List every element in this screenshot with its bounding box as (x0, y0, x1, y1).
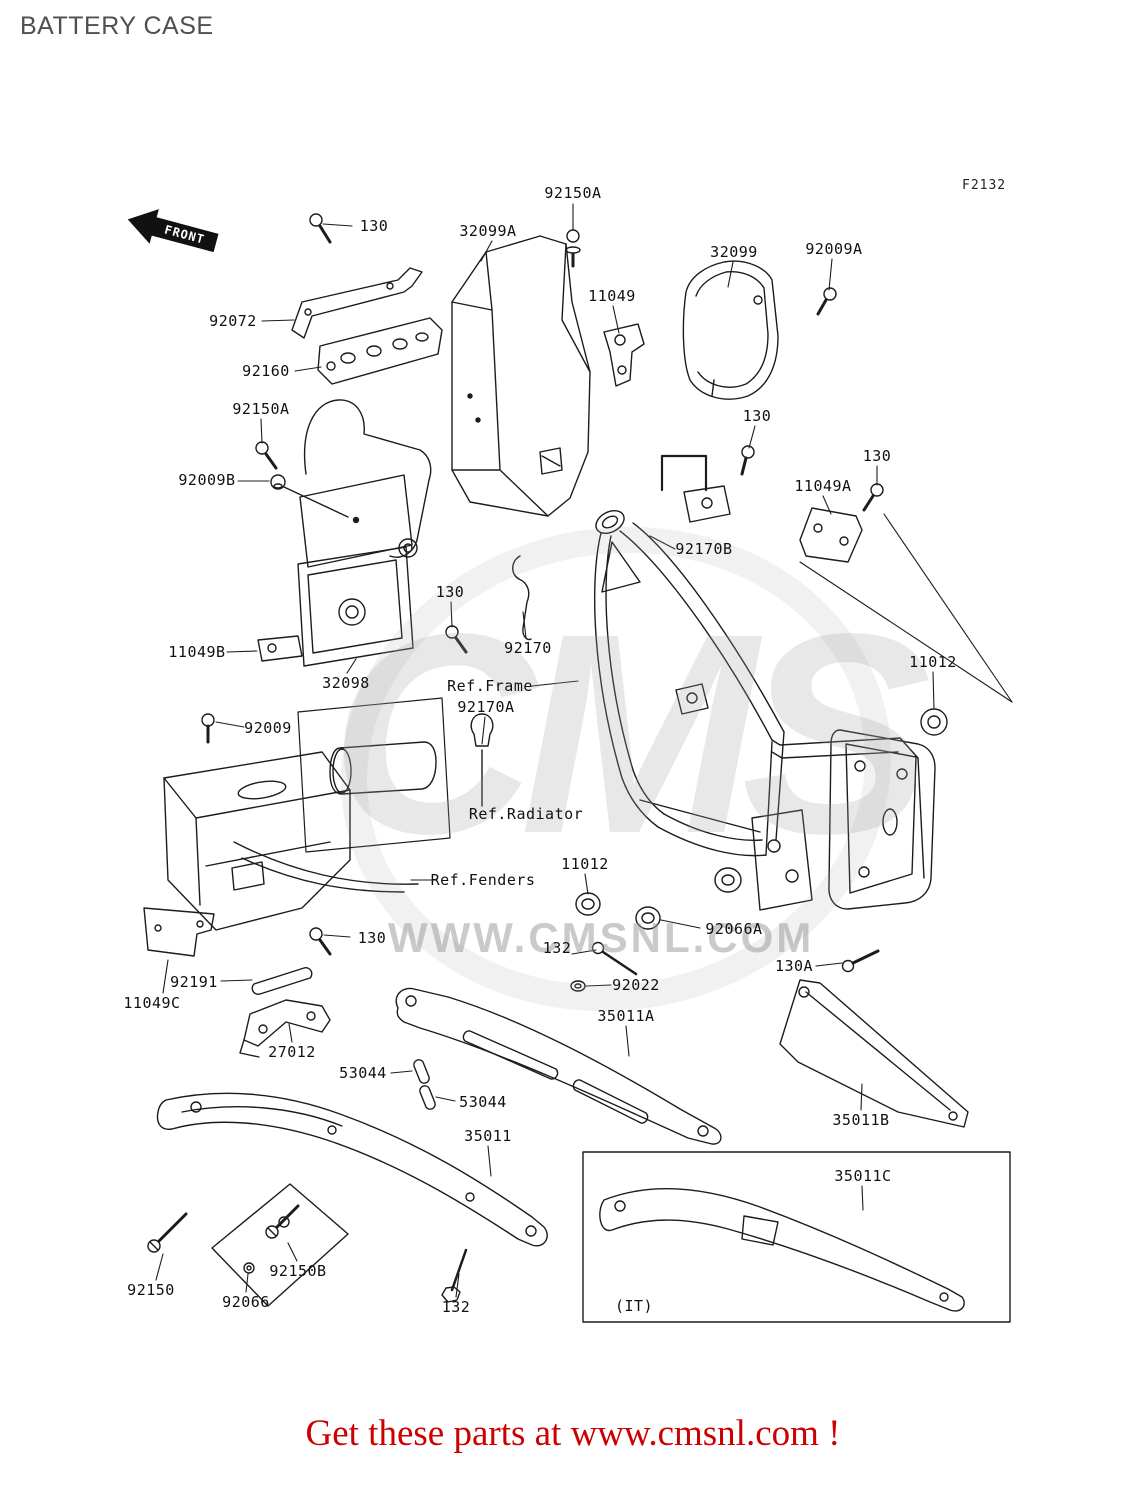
part-label-32099a[interactable]: 32099A (459, 222, 517, 240)
part-label-11012[interactable]: 11012 (561, 855, 609, 873)
radiator-art (297, 697, 494, 853)
bracket-27012-art (239, 999, 331, 1058)
pin-92191-art (251, 967, 313, 995)
part-label-92009[interactable]: 92009 (244, 719, 292, 737)
part-label-11049[interactable]: 11049 (588, 287, 636, 305)
part-label-92009a[interactable]: 92009A (805, 240, 863, 258)
leader-lines (155, 203, 1013, 1298)
part-label-32098[interactable]: 32098 (322, 674, 370, 692)
bracket-92072-art (291, 267, 443, 385)
part-label-92170[interactable]: 92170 (504, 639, 552, 657)
part-label-35011c[interactable]: 35011C (834, 1167, 892, 1185)
part-label-132[interactable]: 132 (542, 939, 572, 957)
part-label-32099[interactable]: 32099 (710, 243, 758, 261)
part-label-130[interactable]: 130 (862, 447, 892, 465)
figure-code: F2132 (962, 178, 1007, 193)
clamp-92170b-art (660, 454, 731, 523)
guard-35011c-art (582, 1151, 1011, 1323)
part-label-92150b[interactable]: 92150B (269, 1262, 327, 1280)
guard-35011b-art (779, 979, 969, 1128)
side-cover-art (682, 260, 779, 400)
bracket-11049a-art (799, 507, 863, 563)
part-label-130[interactable]: 130 (357, 929, 387, 947)
part-label-11012[interactable]: 11012 (909, 653, 957, 671)
fastener-box-art (211, 1183, 349, 1307)
label-ref-fenders: Ref.Fenders (430, 871, 536, 889)
bracket-11049-art (603, 323, 645, 387)
part-label-92150a[interactable]: 92150A (232, 400, 290, 418)
label-ref-frame: Ref.Frame (447, 677, 533, 695)
part-label-11049a[interactable]: 11049A (794, 477, 852, 495)
fenders-art (233, 841, 419, 893)
part-label-11049c[interactable]: 11049C (123, 994, 181, 1012)
part-label-92150[interactable]: 92150 (127, 1281, 175, 1299)
part-label-132[interactable]: 132 (441, 1298, 471, 1316)
inner-cover-art (283, 399, 432, 667)
guard-35011a-art (395, 987, 722, 1145)
bracket-11049b-art (257, 635, 303, 662)
page-title: BATTERY CASE (20, 12, 214, 40)
part-label-92170b[interactable]: 92170B (675, 540, 733, 558)
fasteners-art (147, 213, 884, 1303)
part-label-53044[interactable]: 53044 (339, 1064, 387, 1082)
part-label-92072[interactable]: 92072 (209, 312, 257, 330)
part-label-35011[interactable]: 35011 (464, 1127, 512, 1145)
part-label-53044[interactable]: 53044 (459, 1093, 507, 1111)
label-it: (IT) (614, 1297, 654, 1315)
wire-92170-art (512, 555, 532, 641)
part-label-130[interactable]: 130 (742, 407, 772, 425)
part-label-92191[interactable]: 92191 (170, 973, 218, 991)
part-label-92170a[interactable]: 92170A (457, 698, 515, 716)
part-label-11049b[interactable]: 11049B (168, 643, 226, 661)
footer-link[interactable]: Get these parts at www.cmsnl.com ! (305, 1413, 841, 1454)
bracket-11049c-art (143, 907, 215, 957)
part-label-92066a[interactable]: 92066A (705, 920, 763, 938)
part-label-92160[interactable]: 92160 (242, 362, 290, 380)
part-label-92009b[interactable]: 92009B (178, 471, 236, 489)
battery-tray-art (163, 751, 351, 931)
part-label-130[interactable]: 130 (435, 583, 465, 601)
frame-art (575, 510, 948, 930)
part-label-35011b[interactable]: 35011B (832, 1111, 890, 1129)
part-label-92150a[interactable]: 92150A (544, 184, 602, 202)
label-ref-radiator: Ref.Radiator (468, 805, 584, 823)
part-label-130[interactable]: 130 (359, 217, 389, 235)
part-label-92066[interactable]: 92066 (222, 1293, 270, 1311)
damper-53044-art (413, 1059, 436, 1110)
guard-35011-art (156, 1092, 548, 1247)
part-label-35011a[interactable]: 35011A (597, 1007, 655, 1025)
battery-case-art (451, 235, 591, 517)
part-label-130a[interactable]: 130A (774, 957, 814, 975)
part-label-92022[interactable]: 92022 (612, 976, 660, 994)
part-label-27012[interactable]: 27012 (268, 1043, 316, 1061)
